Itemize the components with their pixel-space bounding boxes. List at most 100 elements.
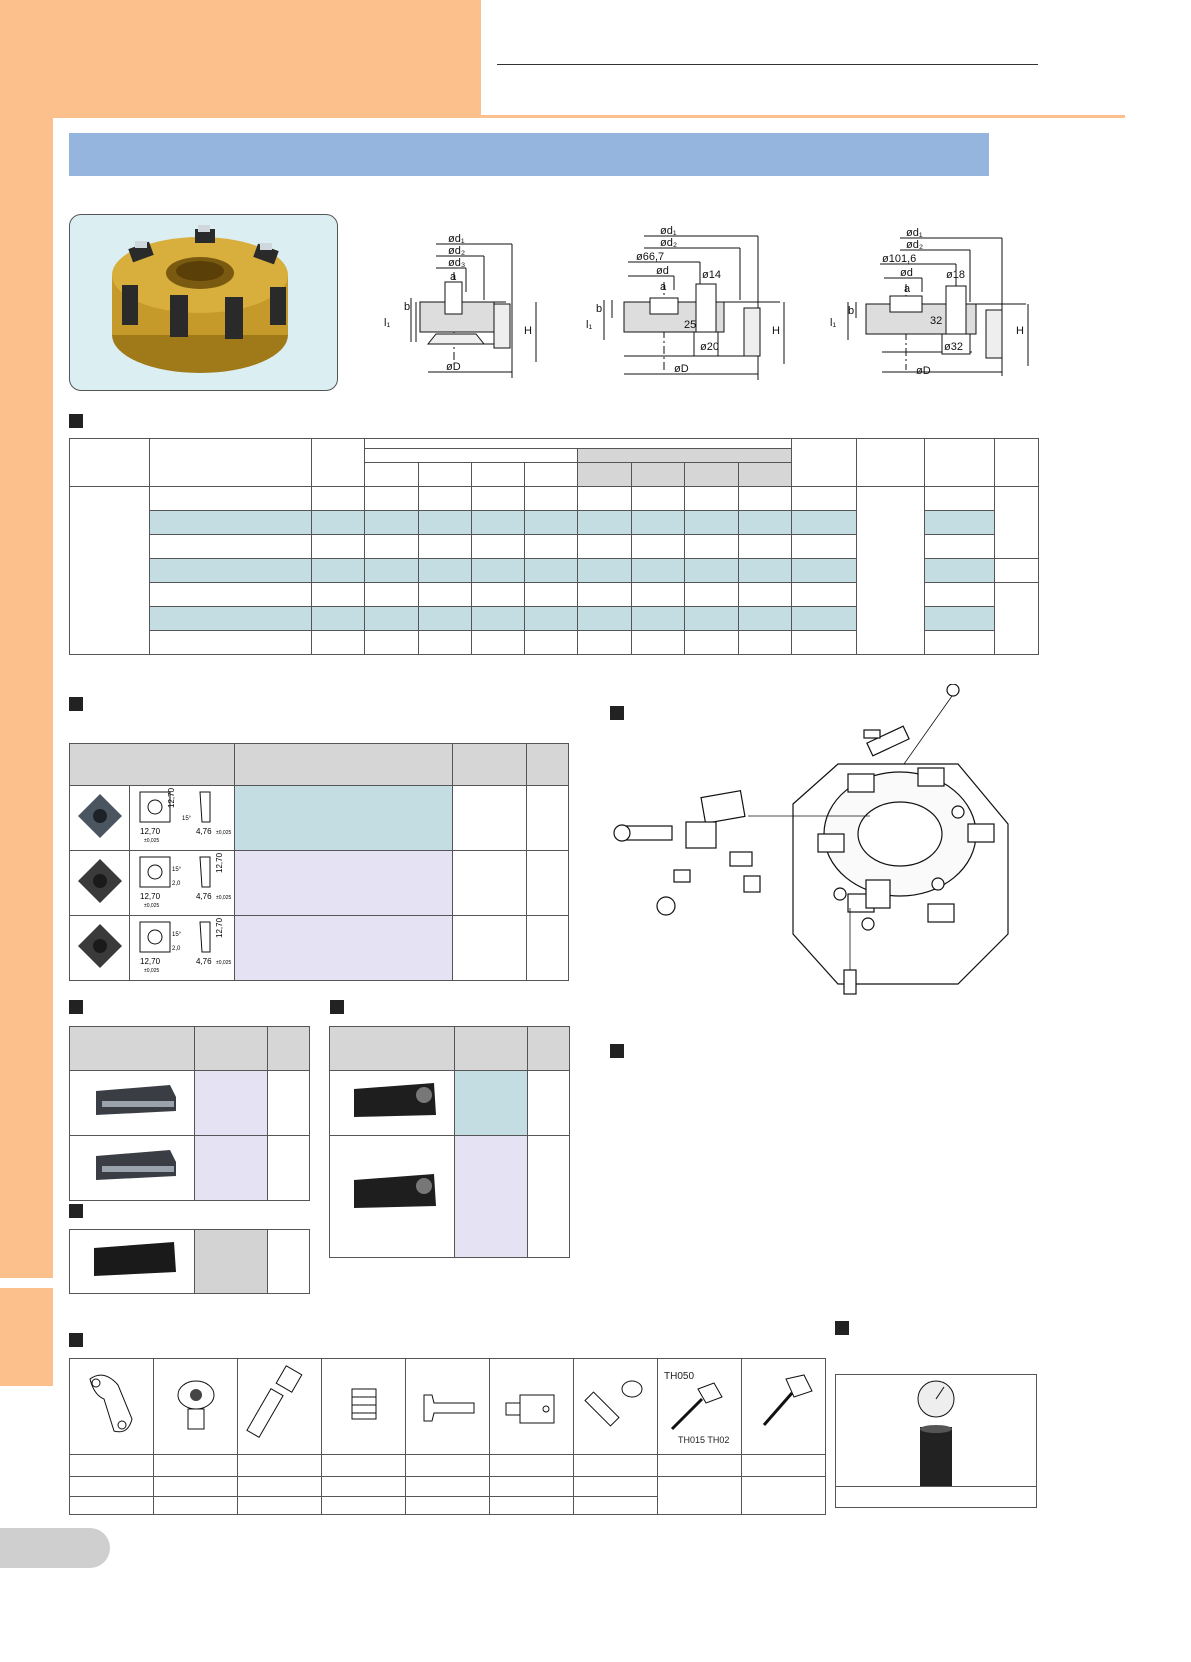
svg-text:2,0: 2,0 [172,881,181,887]
assembly-drawing [613,684,1009,995]
label-dd: øD [916,365,931,377]
svg-text:±0,025: ±0,025 [216,960,231,966]
drawing-middle: ød₁ ød₂ ø66,7 ød ø14 a b l₁ 25 ø20 H øD [586,225,785,380]
cartridge-row [329,1070,571,1136]
hdr-c1 [68,438,151,487]
insert-sketch: 12,70 ±0,025 15° 2,0 4,76 ±0,025 12,70 [129,915,235,981]
cartridge-row [69,1070,311,1136]
svg-text:±0,025: ±0,025 [144,903,159,909]
label-d32: ø32 [944,341,963,353]
svg-text:±0,025: ±0,025 [216,895,231,901]
hdr-dims-b [577,448,793,463]
inserts-table: 12,70 12,70 ±0,025 15° 4,76 ±0,025 12,70… [69,743,569,981]
part-key [741,1358,826,1455]
label-a: a [904,283,911,295]
label-d667: ø66,7 [636,251,664,263]
label-h: H [1016,325,1024,337]
title-bar [69,133,989,176]
cartridge-table-b [329,1026,571,1258]
hdr-c14 [923,438,995,487]
cartridge-row [69,1135,311,1201]
side-band-upper [0,118,53,1278]
hdr-dims-a [363,448,579,463]
label-d: ød [900,267,913,279]
label-d1: ød₁ [660,225,677,237]
hdr-c15 [993,438,1040,487]
cartridge-photo [329,1070,455,1136]
label-a: a [660,281,667,293]
table-row [70,630,1039,655]
drawing-left: ød₁ ød₂ ød₃ a b l₁ H øD [384,233,537,378]
label-d2: ød₂ [906,239,923,251]
hdr-c2 [149,438,313,487]
label-l1: l₁ [830,317,836,329]
svg-text:12,70: 12,70 [140,827,161,836]
hdr-c3 [311,438,365,487]
svg-text:15°: 15° [182,816,192,822]
insert-row: 12,70 ±0,025 15° 2,0 4,76 ±0,025 12,70 [69,850,569,916]
label-d1: ød₁ [448,233,465,245]
section-marker-parts [69,1333,83,1347]
label-l1: l₁ [384,317,390,329]
blank-table [69,1229,311,1294]
label-b: b [404,301,410,313]
svg-text:12,70: 12,70 [140,957,161,966]
label-a: a [450,271,457,283]
label-h: H [524,325,532,337]
label-d14: ø14 [702,269,721,281]
header-underline [481,115,1125,118]
part-screw [153,1358,238,1455]
table-row [70,534,1039,559]
svg-text:15°: 15° [172,867,182,873]
hdr-c13 [855,438,925,487]
hdr-dims [363,438,793,449]
label-32: 32 [930,315,942,327]
insert-sketch: 12,70 ±0,025 15° 2,0 4,76 ±0,025 12,70 [129,850,235,916]
cartridge-photo [69,1070,195,1136]
insert-row: 12,70 12,70 ±0,025 15° 4,76 ±0,025 [69,785,569,851]
label-25: 25 [684,319,696,331]
part-pin [405,1358,490,1455]
cartridge-table-a [69,1026,311,1201]
svg-text:4,76: 4,76 [196,827,212,836]
label-b: b [596,303,602,315]
label-l1: l₁ [586,319,592,331]
table-row [70,606,1039,631]
insert-photo [69,850,130,916]
insert-photo [69,915,130,981]
section-marker-main [69,414,83,428]
label-d2: ød₂ [448,245,465,257]
label-d: ød [656,265,669,277]
table-row [68,486,1040,655]
header-band-left [0,0,481,118]
tool-label-th015: TH015 TH02 [678,1435,730,1445]
part-bolt [237,1358,322,1455]
label-d: øD [446,361,461,373]
svg-text:2,0: 2,0 [172,946,181,952]
svg-text:4,76: 4,76 [196,957,212,966]
part-torx-screw [573,1358,658,1455]
svg-text:15°: 15° [172,932,182,938]
gauge-box [835,1374,1037,1508]
section-marker-cartridge-b [330,1000,344,1014]
svg-text:12,70: 12,70 [215,852,224,873]
svg-text:12,70: 12,70 [140,892,161,901]
label-d1: ød₁ [906,227,923,239]
side-band-lower [0,1288,53,1386]
label-d2: ød₂ [660,237,677,249]
svg-text:±0,025: ±0,025 [144,838,159,844]
page-tab [0,1528,110,1568]
section-marker-inserts [69,697,83,711]
table-row [70,558,1040,583]
section-marker-gauge [835,1321,849,1335]
label-d1016: ø101,6 [882,253,916,265]
parts-table: TH050 TH015 TH02 [69,1358,826,1515]
svg-text:12,70: 12,70 [167,787,176,808]
blank-photo [69,1229,195,1294]
insert-sketch: 12,70 12,70 ±0,025 15° 4,76 ±0,025 [129,785,235,851]
cartridge-row [329,1135,571,1258]
label-d18: ø18 [946,269,965,281]
svg-text:±0,025: ±0,025 [216,830,231,836]
part-clamp [69,1358,154,1455]
blank-row [69,1229,311,1294]
